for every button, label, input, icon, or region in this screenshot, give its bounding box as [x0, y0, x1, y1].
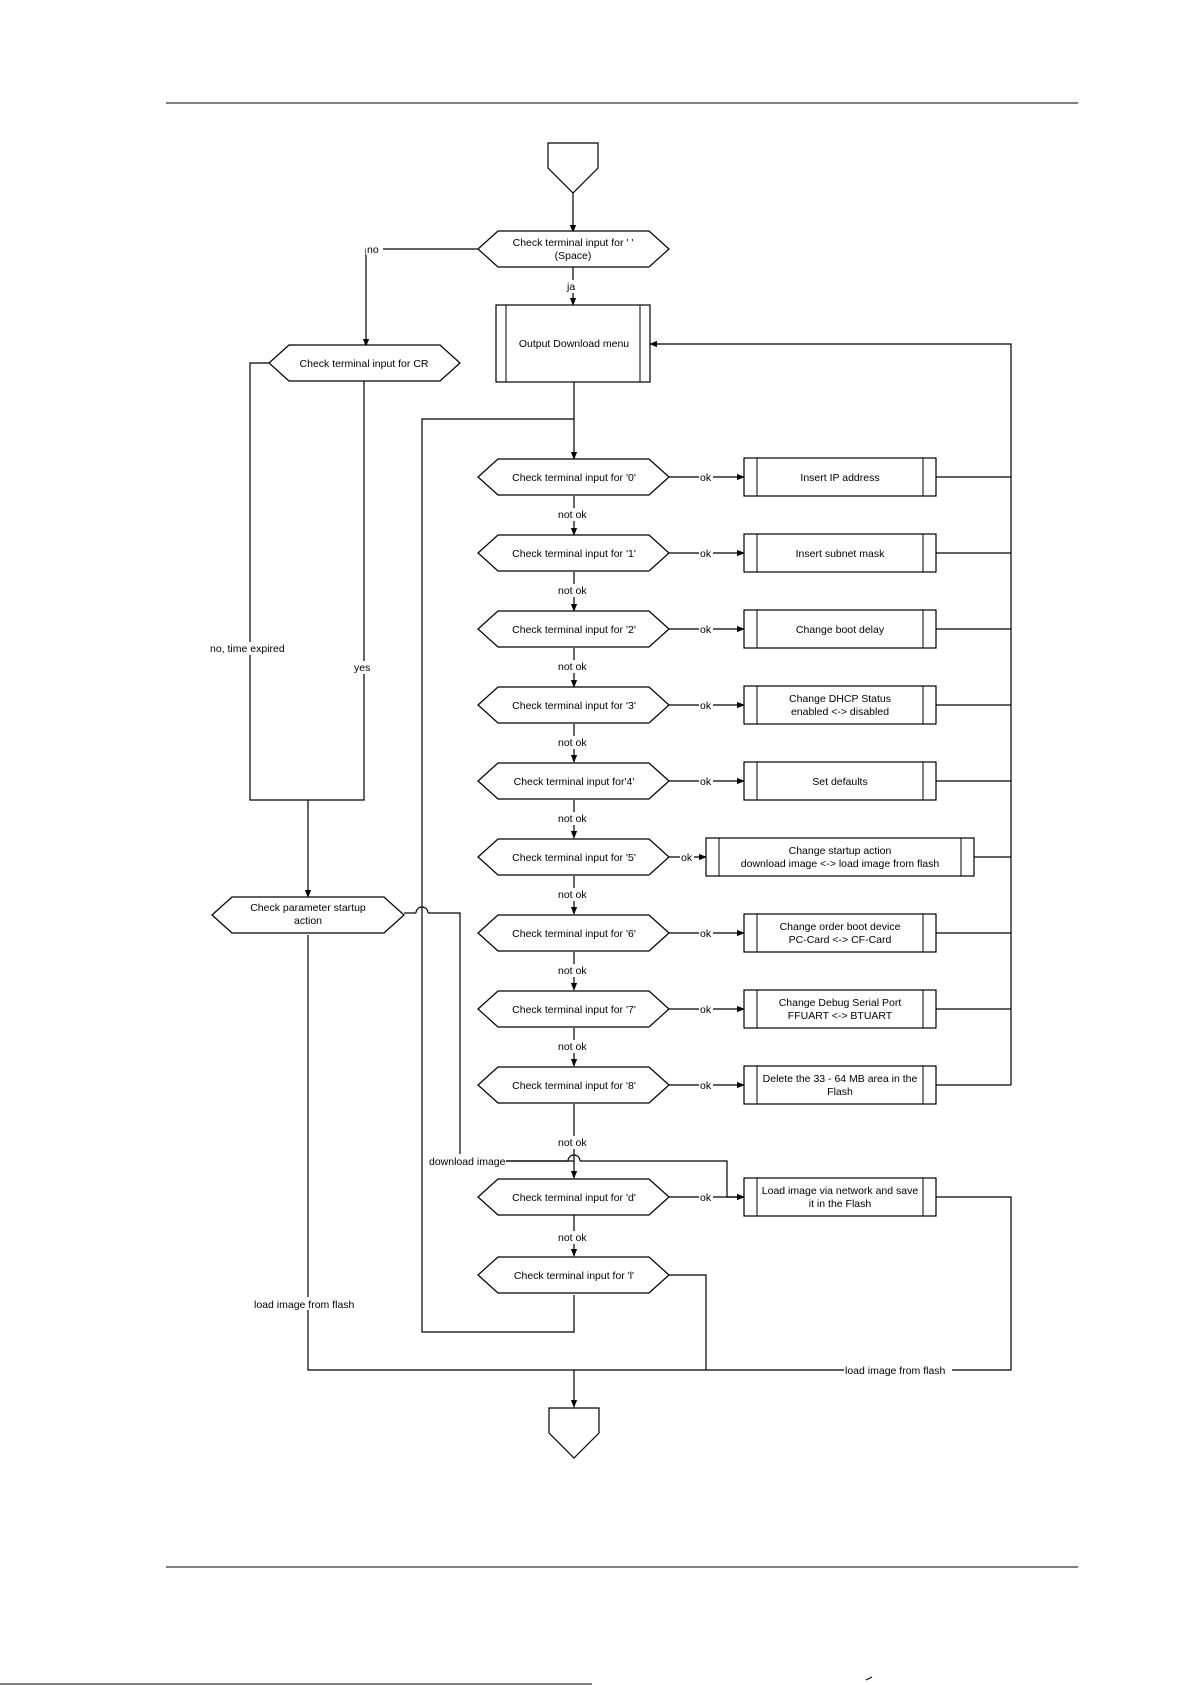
label-not-ok: not ok [558, 509, 587, 521]
label-ok: ok [681, 852, 693, 864]
label-not-ok: not ok [558, 965, 587, 977]
decision-2: Check terminal input for '2' [477, 610, 670, 648]
svg-text:Check terminal input for 'l': Check terminal input for 'l' [514, 1270, 634, 1282]
svg-text:Change DHCP Status: Change DHCP Status [789, 693, 891, 705]
svg-text:Check parameter startup: Check parameter startup [250, 902, 366, 914]
label-not-ok: not ok [558, 1041, 587, 1053]
label-not-ok: not ok [558, 1137, 587, 1149]
svg-text:PC-Card <-> CF-Card: PC-Card <-> CF-Card [789, 934, 892, 946]
label-download-image: download image [429, 1156, 506, 1168]
process-boot-delay: Change boot delay [743, 609, 937, 649]
svg-text:Check terminal input for '7': Check terminal input for '7' [512, 1004, 636, 1016]
edge-labels: no ja no, time expired yes download imag… [209, 242, 952, 1377]
bottom-mark [865, 1676, 873, 1681]
svg-text:Check terminal input for '2': Check terminal input for '2' [512, 624, 636, 636]
decision-4: Check terminal input for'4' [477, 762, 670, 800]
label-not-ok: not ok [558, 889, 587, 901]
label-not-ok: not ok [558, 737, 587, 749]
label-not-ok: not ok [558, 813, 587, 825]
svg-text:Check terminal input for 'd': Check terminal input for 'd' [512, 1192, 636, 1204]
process-delete-flash: Delete the 33 - 64 MB area in the Flash [743, 1065, 937, 1105]
label-not-ok: not ok [558, 1232, 587, 1244]
decision-0: Check terminal input for '0' [477, 458, 670, 496]
label-ok: ok [700, 1004, 712, 1016]
decision-d: Check terminal input for 'd' [477, 1178, 670, 1216]
svg-text:Set defaults: Set defaults [812, 776, 867, 788]
label-not-ok: not ok [558, 661, 587, 673]
svg-text:Check terminal input for'4': Check terminal input for'4' [514, 776, 635, 788]
process-set-defaults: Set defaults [743, 761, 937, 801]
label-ok: ok [700, 548, 712, 560]
decision-5: Check terminal input for '5' [477, 838, 670, 876]
svg-text:FFUART <-> BTUART: FFUART <-> BTUART [788, 1010, 893, 1022]
process-insert-subnet: Insert subnet mask [743, 533, 937, 573]
process-debug-serial: Change Debug Serial Port FFUART <-> BTUA… [743, 989, 937, 1029]
process-output-download-menu: Output Download menu [495, 304, 651, 383]
svg-text:Check terminal input for '5': Check terminal input for '5' [512, 852, 636, 864]
label-ok: ok [700, 1080, 712, 1092]
svg-text:Change startup action: Change startup action [789, 845, 892, 857]
decision-8: Check terminal input for '8' [477, 1066, 670, 1104]
svg-text:Output Download menu: Output Download menu [519, 338, 629, 350]
svg-text:Check terminal input for ' ': Check terminal input for ' ' [513, 237, 634, 249]
svg-text:action: action [294, 915, 322, 927]
decision-6: Check terminal input for '6' [477, 914, 670, 952]
label-load-image-from-flash-right: load image from flash [845, 1365, 946, 1377]
label-load-image-from-flash-left: load image from flash [254, 1299, 355, 1311]
connector-lines [249, 193, 1012, 1408]
label-ok: ok [700, 472, 712, 484]
svg-text:Change Debug Serial Port: Change Debug Serial Port [779, 997, 902, 1009]
label-yes: yes [354, 662, 370, 674]
process-insert-ip: Insert IP address [743, 457, 937, 497]
decision-l: Check terminal input for 'l' [477, 1256, 670, 1294]
svg-text:Flash: Flash [827, 1086, 853, 1098]
svg-text:Load image via network and sav: Load image via network and save [762, 1185, 919, 1197]
svg-text:(Space): (Space) [555, 250, 592, 262]
svg-text:Check terminal input for CR: Check terminal input for CR [300, 358, 429, 370]
svg-text:Change order boot device: Change order boot device [780, 921, 901, 933]
label-no-time-expired: no, time expired [210, 643, 285, 655]
decision-7: Check terminal input for '7' [477, 990, 670, 1028]
svg-text:Check terminal input for '3': Check terminal input for '3' [512, 700, 636, 712]
label-no: no [367, 244, 379, 256]
decision-space: Check terminal input for ' ' (Space) [477, 230, 670, 268]
svg-text:Check terminal input for '6': Check terminal input for '6' [512, 928, 636, 940]
svg-text:download image <-> load image: download image <-> load image from flash [741, 858, 940, 870]
label-ok: ok [700, 700, 712, 712]
start-connector [547, 142, 599, 194]
svg-text:Check terminal input for '8': Check terminal input for '8' [512, 1080, 636, 1092]
process-dhcp-status: Change DHCP Status enabled <-> disabled [743, 685, 937, 725]
svg-text:Check terminal input for '0': Check terminal input for '0' [512, 472, 636, 484]
end-connector [548, 1407, 600, 1459]
decision-param: Check parameter startup action [211, 896, 405, 934]
process-startup-action: Change startup action download image <->… [705, 837, 975, 877]
svg-text:Check terminal input for '1': Check terminal input for '1' [512, 548, 636, 560]
svg-text:it in the Flash: it in the Flash [809, 1198, 872, 1210]
decision-cr: Check terminal input for CR [268, 344, 461, 382]
svg-text:enabled <-> disabled: enabled <-> disabled [791, 706, 889, 718]
process-boot-device: Change order boot device PC-Card <-> CF-… [743, 913, 937, 953]
label-ok: ok [700, 928, 712, 940]
svg-text:Insert subnet mask: Insert subnet mask [796, 548, 885, 560]
decision-1: Check terminal input for '1' [477, 534, 670, 572]
svg-text:Delete the 33 - 64 MB area in: Delete the 33 - 64 MB area in the [763, 1073, 918, 1085]
svg-text:Change boot delay: Change boot delay [796, 624, 885, 636]
label-ok: ok [700, 624, 712, 636]
svg-text:Insert IP address: Insert IP address [800, 472, 879, 484]
decision-3: Check terminal input for '3' [477, 686, 670, 724]
process-load-image-network: Load image via network and save it in th… [743, 1177, 937, 1217]
label-ja: ja [566, 281, 575, 293]
label-ok: ok [700, 776, 712, 788]
label-not-ok: not ok [558, 585, 587, 597]
label-ok: ok [700, 1192, 712, 1204]
